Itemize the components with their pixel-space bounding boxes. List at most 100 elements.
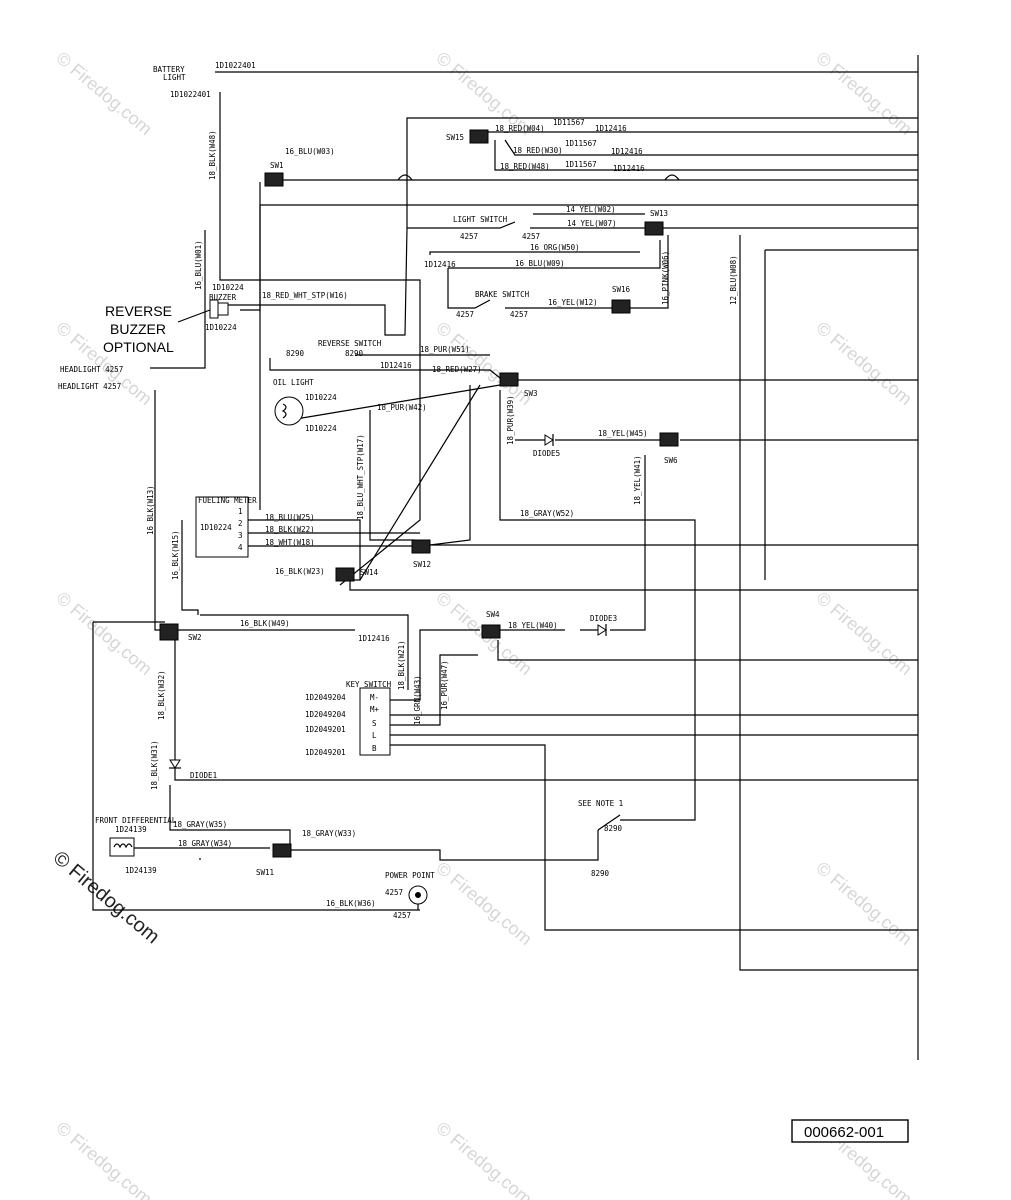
wire-label: 1D12416	[613, 164, 645, 173]
headlight-1-label: HEADLIGHT 4257	[60, 365, 123, 374]
wire-label: 8290	[286, 349, 305, 358]
wire-label: 16_BLK(W36)	[326, 899, 376, 908]
fuel-terminal-2: 2	[238, 519, 243, 528]
wire-label: 18_GRAY(W52)	[520, 509, 574, 518]
wire-label: 1D24139	[125, 866, 157, 875]
vertical-wire-labels: 18_BLK(W48) 16_BLU(W01) 16_PINK(W06) 12_…	[146, 130, 738, 790]
sw11-label: SW11	[256, 868, 274, 877]
wire-label: 1D10224	[305, 424, 337, 433]
wire-label: 18_BLK(W21)	[397, 640, 406, 690]
wire-label: 1D2049204	[305, 710, 346, 719]
reverse-buzzer-label-1: REVERSE	[105, 303, 172, 319]
wire-label: 18_BLU_WHT_STP(W17)	[356, 434, 365, 520]
part-number-text: 000662-001	[804, 1124, 884, 1141]
sw15-label: SW15	[446, 133, 464, 142]
wire-label: 1D24139	[115, 825, 147, 834]
wire-label: 18_GRAY(W35)	[173, 820, 227, 829]
front-differential-coil	[109, 837, 135, 857]
watermark: © Firedog.com	[432, 858, 535, 949]
wire-label: 16_BLU(W01)	[194, 240, 203, 290]
key-terminal-m-plus: M+	[370, 705, 380, 714]
connector-sw13	[644, 221, 664, 236]
watermark: © Firedog.com	[812, 318, 915, 409]
key-terminal-b: B	[372, 744, 377, 753]
wire-label: 18_RED(W30)	[513, 146, 563, 155]
wire-label: 14_YEL(W07)	[567, 219, 617, 228]
wire-label: 1D12416	[380, 361, 412, 370]
wire-label: 18_RED(W04)	[495, 124, 545, 133]
front-differential-label: FRONT DIFFERENTIAL	[95, 816, 177, 825]
wire-label: 16_BLK(W23)	[275, 567, 325, 576]
wire-label: 16_ORG(W50)	[530, 243, 580, 252]
wire-label: 1D11567	[565, 160, 597, 169]
buzzer-body	[217, 302, 229, 316]
sw12-label: SW12	[413, 560, 431, 569]
components	[109, 299, 621, 905]
wire-label: 18_PUR(W42)	[377, 403, 427, 412]
power-point-label: POWER POINT	[385, 871, 435, 880]
connector-sw6	[659, 432, 679, 447]
light-switch-label: LIGHT SWITCH	[453, 215, 508, 224]
watermark: © Firedog.com	[812, 588, 915, 679]
wire-label: 18_WHT(W18)	[265, 538, 315, 547]
buzzer-symbol	[209, 299, 219, 319]
sw16-label: SW16	[612, 285, 631, 294]
diode1-symbol	[169, 759, 181, 769]
wire-label: 1D2049204	[305, 693, 346, 702]
wire-labels: 1D1022401 1D1022401 16_BLU(W03) 18_RED(W…	[115, 61, 648, 920]
wire-label: 1D10224	[212, 283, 244, 292]
watermark: © Firedog.com	[812, 858, 915, 949]
see-note-label: SEE NOTE 1	[578, 799, 623, 808]
wire-label: 14_YEL(W02)	[566, 205, 616, 214]
wire-label: 16_BLU(W09)	[515, 259, 565, 268]
wire-label: 1D1022401	[215, 61, 256, 70]
wire-label: 16_PUR(W47)	[440, 660, 449, 710]
wire-label: 18_GRAY(W34)	[178, 839, 232, 848]
wire-label: 18_GRAY(W33)	[302, 829, 356, 838]
wire-label: 1D11567	[553, 118, 585, 127]
wire-label: 1D10224	[200, 523, 232, 532]
wire-label: 18_BLK(W22)	[265, 525, 315, 534]
watermark: © Firedog.com	[432, 318, 535, 409]
wire-label: 18_BLK(W48)	[208, 130, 217, 180]
diode5-label: DIODE5	[533, 449, 560, 458]
wire-label: 12_BLU(W08)	[729, 255, 738, 305]
wire-label: 16_YEL(W12)	[548, 298, 598, 307]
wire-label: 18_YEL(W45)	[598, 429, 648, 438]
watermark: © Firedog.com	[432, 1118, 535, 1200]
battery-light-label-1: BATTERY	[153, 65, 185, 74]
connector-labels: SW1 SW2 SW3 SW4 SW6 SW11 SW12 SW13 SW14 …	[188, 133, 678, 877]
oil-light-lamp	[274, 396, 304, 426]
wire-label: 18_BLK(W31)	[150, 740, 159, 790]
watermark-strong: © Firedog.com	[49, 847, 164, 948]
terminal-labels: M- M+ S L B 1 2 3 4	[238, 507, 380, 753]
wire-label: 1D12416	[358, 634, 390, 643]
wire-label: 18_RED(W48)	[500, 162, 550, 171]
wire-label: 8290	[591, 869, 610, 878]
wire-label: 16_BLU(W03)	[285, 147, 335, 156]
sw1-label: SW1	[270, 161, 284, 170]
wire-label: 16_GRN(W43)	[413, 675, 422, 725]
headlight-2-label: HEADLIGHT 4257	[58, 382, 121, 391]
connector-sw15	[469, 129, 489, 144]
oil-light-label: OIL LIGHT	[273, 378, 314, 387]
connector-sw12	[411, 539, 431, 554]
diode1-label: DIODE1	[190, 771, 217, 780]
wire-label: 18_RED(W27)	[432, 365, 482, 374]
wire-label: 8290	[604, 824, 623, 833]
sw14-label: SW14	[360, 568, 379, 577]
wire-label: 4257	[393, 911, 411, 920]
connector-sw11	[272, 843, 292, 858]
diode5-symbol	[544, 434, 554, 446]
wire-label: 4257	[460, 232, 478, 241]
wire-label: 1D10224	[205, 323, 237, 332]
connectors	[159, 129, 679, 858]
wire-label: 1D12416	[424, 260, 456, 269]
wire-label: 16_BLK(W13)	[146, 485, 155, 535]
buzzer-label: BUZZER	[209, 293, 237, 302]
diode3-symbol	[597, 624, 607, 636]
key-switch-label: KEY SWITCH	[346, 680, 392, 689]
diode3-label: DIODE3	[590, 614, 617, 623]
wire-label: 16_BLK(W49)	[240, 619, 290, 628]
